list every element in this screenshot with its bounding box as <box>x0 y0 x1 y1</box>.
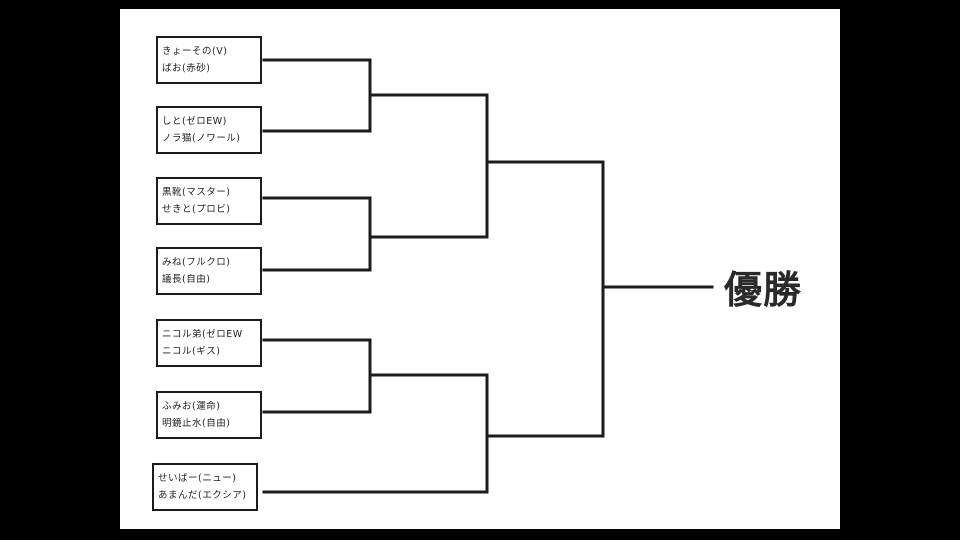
entry-box-6: ふみお(運命) 明鏡止水(自由) <box>156 391 262 439</box>
connector-r1-b <box>262 196 372 272</box>
entry-4-player-1: みね(フルクロ) <box>162 257 231 268</box>
entry-3-player-2: せきと(プロビ) <box>162 204 231 215</box>
entry-7-player-1: せいばー(ニュー) <box>158 473 237 484</box>
entry-box-5: ニコル弟(ゼロEW ニコル(ギス) <box>156 319 262 367</box>
champion-label: 優勝 <box>724 268 803 312</box>
connector-final <box>485 160 605 438</box>
entry-2-player-1: しと(ゼロEW) <box>162 116 227 127</box>
entry-box-1: きょーその(V) ぱお(赤砂) <box>156 36 262 84</box>
entry-2-player-2: ノラ猫(ノワール) <box>162 133 241 144</box>
entry-6-player-2: 明鏡止水(自由) <box>162 418 231 429</box>
entry-box-4: みね(フルクロ) 議長(自由) <box>156 247 262 295</box>
entry-1-player-1: きょーその(V) <box>162 46 228 57</box>
entry-5-player-2: ニコル(ギス) <box>162 346 221 357</box>
entry-1-player-2: ぱお(赤砂) <box>162 63 211 74</box>
entry-7-player-2: あまんだ(エクシア) <box>158 490 247 501</box>
connector-r1-c <box>262 338 372 414</box>
entry-6-player-1: ふみお(運命) <box>162 401 221 412</box>
entry-4-player-2: 議長(自由) <box>162 274 211 285</box>
connector-r2-b <box>262 373 489 494</box>
entry-box-3: 黒靴(マスター) せきと(プロビ) <box>156 177 262 225</box>
connector-r1-a <box>262 58 372 133</box>
entry-5-player-1: ニコル弟(ゼロEW <box>162 329 243 340</box>
entry-3-player-1: 黒靴(マスター) <box>162 187 231 198</box>
entry-box-2: しと(ゼロEW) ノラ猫(ノワール) <box>156 106 262 154</box>
connector-r2-a <box>368 93 489 239</box>
entry-box-7: せいばー(ニュー) あまんだ(エクシア) <box>152 463 258 511</box>
